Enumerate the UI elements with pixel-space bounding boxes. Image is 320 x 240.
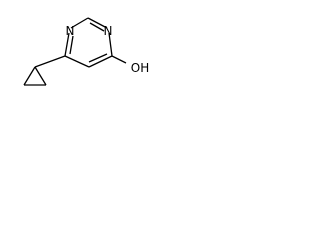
ring-bond-c4-c5 xyxy=(88,55,113,68)
hydroxyl-label: OH xyxy=(131,61,149,75)
cyclopropyl-attachment-bond xyxy=(34,55,66,68)
ring-bond-n3-c4 xyxy=(108,32,113,57)
ring-bond-c5-c6 xyxy=(64,55,90,68)
ring-bond-c2-n3-inner xyxy=(89,22,105,32)
nitrogen-label-left: N xyxy=(66,24,75,38)
cyclopropyl-bond-3 xyxy=(34,66,47,86)
ring-bond-c6-n1-inner xyxy=(69,35,74,55)
ring-bond-c6-n1 xyxy=(64,32,70,57)
nitrogen-label-right: N xyxy=(104,24,113,38)
hydroxyl-bond xyxy=(111,55,127,64)
structure-canvas: N N OH xyxy=(0,0,170,109)
cyclopropyl-bond-2 xyxy=(23,66,36,86)
chemical-structure: N N OH xyxy=(23,17,149,86)
ring-bond-n1-c2 xyxy=(70,17,89,29)
ring-bond-c2-n3 xyxy=(87,17,108,29)
ring-bond-c4-c5-inner xyxy=(88,53,108,63)
